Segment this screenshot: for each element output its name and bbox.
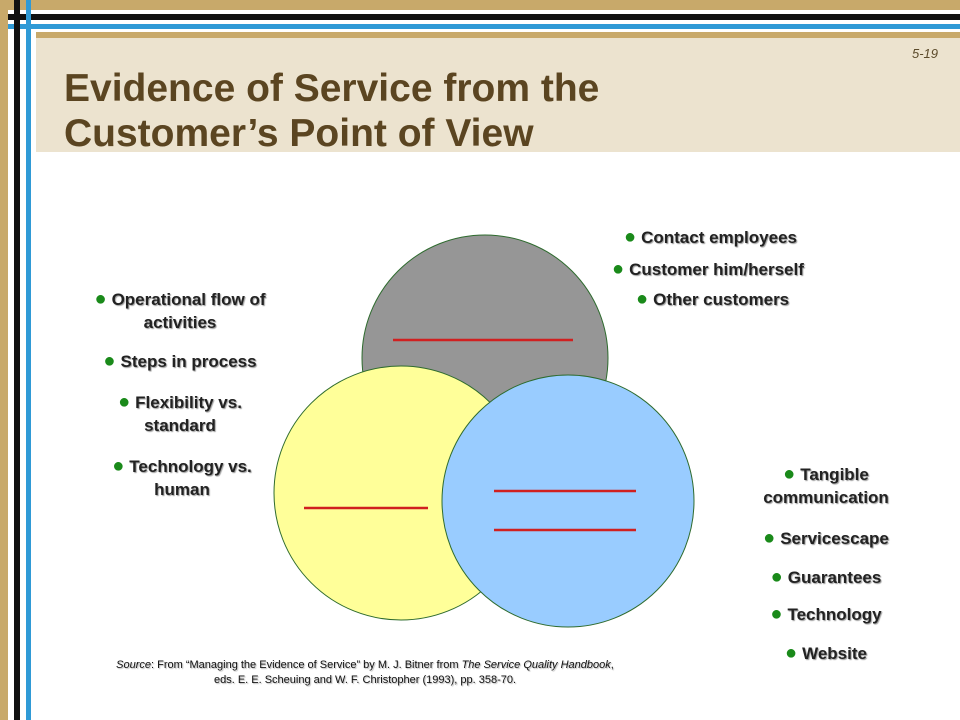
physical-list-4: ●Technology [708, 603, 944, 626]
bullet-icon: ● [612, 258, 625, 280]
people-item-2: ●Customer him/herself [612, 258, 804, 280]
bullet-icon: ● [624, 226, 637, 248]
physical-item-5: ●Website [785, 642, 867, 664]
bullet-icon: ● [785, 642, 798, 664]
top-border-tan [0, 0, 960, 10]
title-line-1: Evidence of Service from the [64, 67, 600, 110]
process-item-1: ●Operational flow of [94, 288, 266, 310]
physical-list-2: ●Servicescape [708, 527, 944, 550]
people-item-1: ●Contact employees [624, 226, 797, 248]
process-item-2: ●Steps in process [103, 350, 257, 372]
top-border-tan-inner [36, 32, 960, 38]
process-item-1-cont: activities [143, 313, 217, 332]
left-border-black [14, 0, 20, 720]
bullet-icon: ● [783, 463, 796, 485]
bullet-icon: ● [636, 288, 649, 310]
bullet-icon: ● [94, 288, 107, 310]
process-list-3: ●Flexibility vs. standard [60, 391, 300, 437]
title-line-2: Customer’s Point of View [64, 112, 534, 155]
title-band [36, 38, 960, 152]
top-border-black [0, 14, 960, 20]
physical-evidence-circle [441, 374, 695, 628]
physical-list-3: ●Guarantees [708, 566, 944, 589]
physical-item-2: ●Servicescape [763, 527, 889, 549]
physical-list-1: ●Tangible communication [708, 463, 944, 509]
slide-title: Evidence of Service from the Customer’s … [64, 66, 599, 156]
slide-number: 5-19 [911, 46, 938, 61]
bullet-icon: ● [103, 350, 116, 372]
process-item-3-cont: standard [144, 416, 216, 435]
physical-item-1-cont: communication [763, 488, 889, 507]
bullet-icon: ● [763, 527, 776, 549]
bullet-icon: ● [112, 455, 125, 477]
source-citation: Source: From “Managing the Evidence of S… [60, 658, 670, 688]
physical-list-5: ●Website [708, 642, 944, 665]
bullet-icon: ● [770, 566, 783, 588]
people-item-3: ●Other customers [636, 288, 790, 310]
physical-item-3: ●Guarantees [770, 566, 882, 588]
source-line-1: Source: From “Managing the Evidence of S… [116, 659, 614, 671]
top-border-blue [0, 24, 960, 29]
physical-item-1: ●Tangible [783, 463, 869, 485]
process-item-4-cont: human [154, 480, 210, 499]
bullet-icon: ● [118, 391, 131, 413]
process-item-3: ●Flexibility vs. [118, 391, 242, 413]
source-line-2: eds. E. E. Scheuing and W. F. Christophe… [213, 674, 517, 686]
left-border-tan [0, 0, 8, 720]
process-item-4: ●Technology vs. [112, 455, 252, 477]
physical-item-4: ●Technology [770, 603, 882, 625]
process-list: ●Operational flow of activities [60, 288, 300, 334]
left-border-blue [26, 0, 31, 720]
process-list-2: ●Steps in process [60, 350, 300, 373]
bullet-icon: ● [770, 603, 783, 625]
process-list-4: ●Technology vs. human [62, 455, 302, 501]
